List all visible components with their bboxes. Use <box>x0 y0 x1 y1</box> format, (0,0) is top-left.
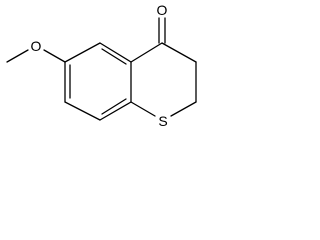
methoxy-o-to-ring-bond <box>43 49 66 63</box>
ether-oxygen-label: O <box>31 38 42 54</box>
benzene-bond-c5-c4a <box>99 42 132 63</box>
benzene-double-bond-inner-2 <box>101 98 127 115</box>
ring-bond-c2-s <box>170 101 197 117</box>
methyl-bond <box>6 49 29 63</box>
carbonyl-oxygen-label: O <box>157 2 168 18</box>
ring-bond-c4a-c4 <box>130 42 163 63</box>
benzene-bond-c8a-c8 <box>99 101 132 121</box>
ring-bond-c4-c3 <box>161 42 197 63</box>
ring-sulfur-label: S <box>158 113 167 129</box>
structure-diagram: O O S <box>0 0 215 138</box>
benzene-bond-c6-c5 <box>64 42 101 63</box>
molecule-drawing: O O S <box>6 2 197 129</box>
ring-bond-s-c8a <box>130 101 156 117</box>
benzene-double-bond-inner-1 <box>101 48 127 65</box>
benzene-bond-c8-c7 <box>64 101 101 121</box>
